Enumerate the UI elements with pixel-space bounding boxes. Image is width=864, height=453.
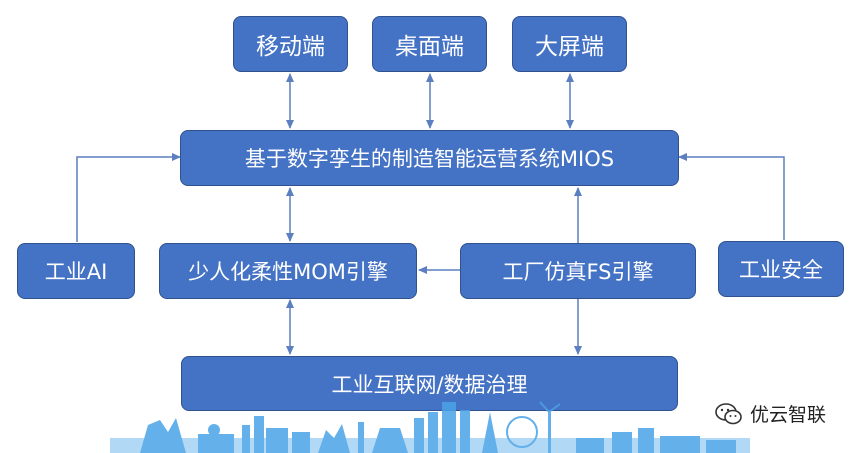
engine-security-box: 工业安全 — [718, 241, 844, 297]
link-security-platform — [678, 153, 785, 240]
client-bigscreen-box: 大屏端 — [512, 16, 627, 72]
base-data-label: 工业互联网/数据治理 — [331, 372, 528, 397]
client-bigscreen-label: 大屏端 — [535, 34, 604, 60]
engine-fs-box: 工厂仿真FS引擎 — [460, 243, 696, 299]
watermark-label: 优云智联 — [750, 404, 827, 426]
engine-security-label: 工业安全 — [739, 258, 823, 282]
link-ai-platform — [76, 153, 181, 242]
client-mobile-label: 移动端 — [256, 34, 325, 60]
platform-mios-label: 基于数字孪生的制造智能运营系统MIOS — [244, 147, 615, 171]
wechat-icon — [715, 402, 742, 424]
platform-mios-box: 基于数字孪生的制造智能运营系统MIOS — [180, 130, 679, 186]
client-desktop-box: 桌面端 — [372, 16, 487, 72]
client-mobile-box: 移动端 — [233, 16, 348, 72]
client-desktop-label: 桌面端 — [395, 34, 464, 60]
engine-mom-label: 少人化柔性MOM引擎 — [188, 260, 388, 284]
engine-ai-box: 工业AI — [17, 243, 135, 299]
base-data-box: 工业互联网/数据治理 — [181, 356, 678, 411]
watermark: 优云智联 — [714, 400, 826, 427]
engine-ai-label: 工业AI — [44, 260, 108, 284]
engine-fs-label: 工厂仿真FS引擎 — [502, 260, 654, 284]
engine-mom-box: 少人化柔性MOM引擎 — [159, 243, 417, 299]
